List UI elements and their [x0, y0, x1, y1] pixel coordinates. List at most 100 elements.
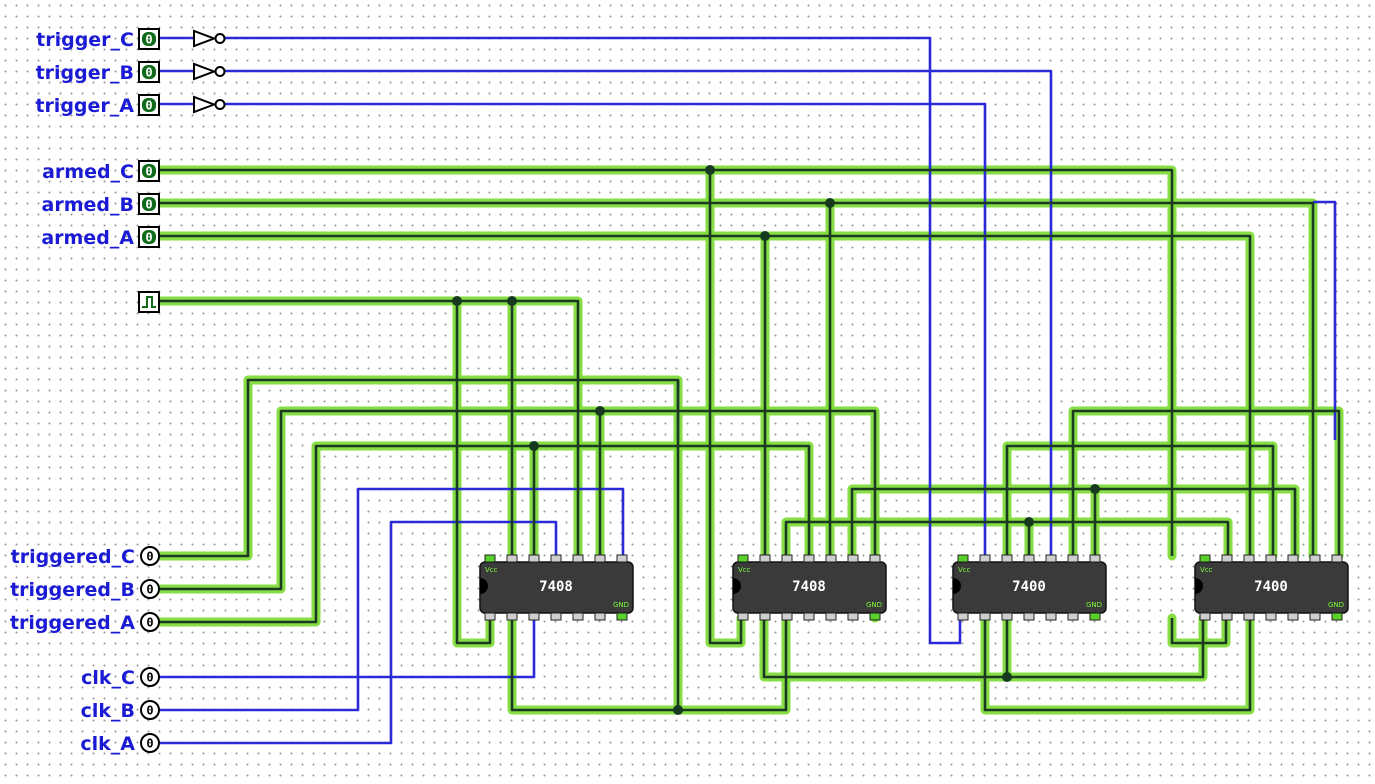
pin-label-armed-c: armed_C [42, 161, 134, 183]
pin-label-triggered-b: triggered_B [10, 579, 135, 601]
wire-junction [673, 705, 683, 715]
chip-vcc-label: Vcc [485, 566, 498, 574]
chip-pin-top [825, 554, 837, 563]
chip-pin-bottom [594, 612, 606, 621]
junction-layer [452, 165, 1100, 715]
output-value: 0 [146, 704, 153, 718]
wire-junction [1024, 517, 1034, 527]
input-pin-trigger-c[interactable]: 0 [138, 28, 160, 50]
clock-source[interactable] [138, 291, 160, 313]
chip-pin-bottom [1287, 612, 1299, 621]
chip-7400-1[interactable]: 7400 Vcc GND [952, 554, 1107, 621]
output-pin-triggered-b[interactable]: 0 [140, 579, 160, 599]
wire-junction [452, 296, 462, 306]
pin-label-triggered-c: triggered_C [11, 546, 135, 568]
chip-pin-top [759, 554, 771, 563]
idle-wire [1313, 200, 1337, 440]
output-value: 0 [146, 616, 153, 630]
component-layer: 0 trigger_C 0 trigger_B 0 trigger_A 0 ar… [10, 28, 1349, 755]
chip-part-label: 7408 [539, 579, 573, 595]
chip-pin-bottom [781, 612, 793, 621]
chip-gnd-label: GND [866, 601, 882, 609]
input-value: 0 [145, 165, 152, 179]
active-wire [455, 301, 492, 645]
chip-pin-top [1199, 554, 1211, 563]
chip-pin-top [979, 554, 991, 563]
chip-pin-top [737, 554, 749, 563]
wire-highlight [154, 165, 1177, 561]
active-wire [159, 234, 1252, 556]
highlight-layer [154, 165, 1344, 715]
idle-wire [159, 487, 625, 712]
chip-part-label: 7400 [1012, 579, 1046, 595]
idle-wire [225, 69, 1053, 556]
active-wire [159, 299, 580, 556]
chip-7400-2[interactable]: 7400 Vcc GND [1194, 554, 1349, 621]
input-pin-armed-c[interactable]: 0 [138, 160, 160, 182]
input-pin-trigger-b[interactable]: 0 [138, 61, 160, 83]
not-gate-trigger-b[interactable] [193, 62, 226, 81]
chip-pin-bottom [1309, 612, 1321, 621]
input-pin-armed-a[interactable]: 0 [138, 226, 160, 248]
chip-pin-top [528, 554, 540, 563]
idle-wire [225, 102, 987, 556]
pin-label-armed-b: armed_B [42, 194, 134, 216]
input-pin-armed-b[interactable]: 0 [138, 193, 160, 215]
active-wire [159, 378, 680, 710]
active-wire [159, 201, 1315, 556]
input-value: 0 [145, 99, 152, 113]
chip-pin-bottom [869, 612, 881, 621]
chip-7408-2[interactable]: 7408 Vcc GND [732, 554, 887, 621]
chip-pin-top [550, 554, 562, 563]
not-gate-trigger-a[interactable] [193, 95, 226, 114]
output-pin-clk-a[interactable]: 0 [140, 733, 160, 753]
chip-pin-bottom [1331, 612, 1343, 621]
not-gate-trigger-c[interactable] [193, 29, 226, 48]
active-wire [762, 618, 1205, 679]
output-value: 0 [146, 671, 153, 685]
input-pin-trigger-a[interactable]: 0 [138, 94, 160, 116]
chip-vcc-label: Vcc [958, 566, 971, 574]
wire-highlight [1002, 441, 1278, 561]
pin-label-armed-a: armed_A [41, 227, 134, 249]
chip-7408-1[interactable]: 7408 Vcc GND [479, 554, 634, 621]
pin-label-trigger-a: trigger_A [35, 95, 134, 117]
chip-gnd-label: GND [613, 601, 629, 609]
output-pin-clk-b[interactable]: 0 [140, 700, 160, 720]
active-wire [1005, 444, 1275, 556]
wire-junction [529, 441, 539, 451]
output-pin-triggered-c[interactable]: 0 [140, 546, 160, 566]
chip-pin-bottom [1199, 612, 1211, 621]
active-wire [159, 409, 877, 618]
chip-pin-top [803, 554, 815, 563]
output-pin-triggered-a[interactable]: 0 [140, 612, 160, 632]
chip-pin-top [1067, 554, 1079, 563]
chip-pin-bottom [957, 612, 969, 621]
chip-pin-top [484, 554, 496, 563]
chip-pin-top [957, 554, 969, 563]
chip-pin-bottom [737, 612, 749, 621]
chip-pin-bottom [1243, 612, 1255, 621]
wire-junction [1090, 484, 1100, 494]
input-value: 0 [145, 66, 152, 80]
pin-label-clk-b: clk_B [81, 700, 135, 722]
chip-pin-bottom [759, 612, 771, 621]
input-value: 0 [145, 198, 152, 212]
active-wire [1071, 409, 1341, 556]
wire-layer [159, 36, 1341, 745]
chip-pin-bottom [1265, 612, 1277, 621]
output-pin-clk-c[interactable]: 0 [140, 667, 160, 687]
wire-highlight [154, 231, 1255, 561]
chip-part-label: 7408 [792, 579, 826, 595]
chip-vcc-label: Vcc [1200, 566, 1213, 574]
wire-junction [705, 165, 715, 175]
wire-junction [1002, 672, 1012, 682]
chip-pin-top [1265, 554, 1277, 563]
wire-junction [760, 231, 770, 241]
chip-pin-bottom [1001, 612, 1013, 621]
chip-pin-bottom [803, 612, 815, 621]
output-value: 0 [146, 550, 153, 564]
active-wire [1170, 618, 1228, 645]
chip-pin-bottom [1089, 612, 1101, 621]
input-value: 0 [145, 231, 152, 245]
